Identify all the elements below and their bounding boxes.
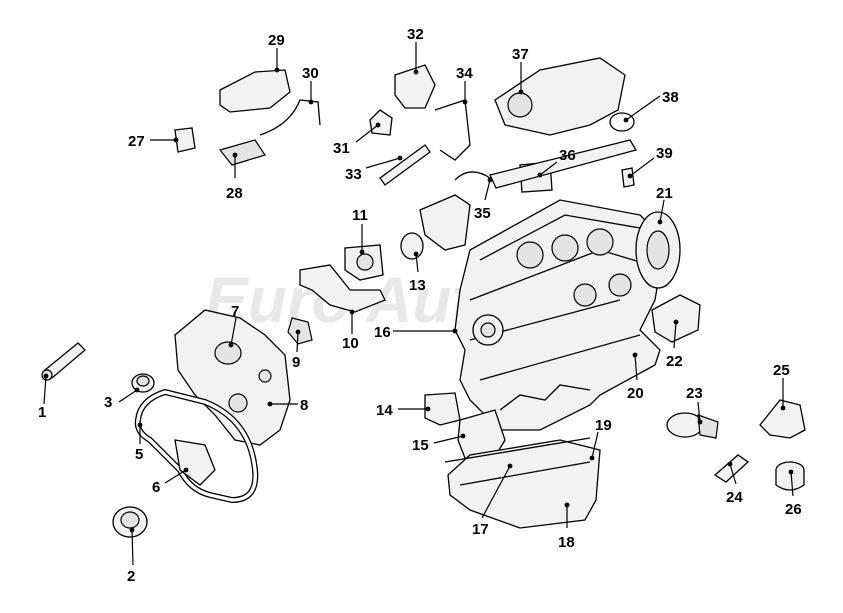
water-pump-housing [419, 194, 471, 251]
callout-20: 20 [627, 385, 644, 402]
callout-15: 15 [412, 437, 429, 454]
callout-29: 29 [268, 32, 285, 49]
throttle-body [219, 69, 291, 113]
callout-33: 33 [345, 166, 362, 183]
thermostat-housing [344, 244, 384, 281]
timing-cover-seal [228, 393, 248, 413]
callout-28: 28 [226, 185, 243, 202]
timing-belt [134, 388, 259, 504]
timing-cover [174, 309, 291, 446]
engine-mount-bracket [759, 399, 806, 439]
callout-36: 36 [559, 147, 576, 164]
callout-9: 9 [292, 354, 300, 371]
part-33 [379, 144, 431, 186]
callout-38: 38 [662, 89, 679, 106]
part-14 [424, 392, 461, 426]
crankshaft-pulley [112, 506, 148, 538]
hose-34 [434, 99, 471, 161]
callout-8: 8 [300, 397, 308, 414]
callout-39: 39 [656, 145, 673, 162]
sensor-part-1 [41, 342, 86, 381]
part-23 [666, 412, 719, 439]
callout-1: 1 [38, 404, 46, 421]
callout-11: 11 [352, 207, 368, 224]
tensioner-pulley [214, 341, 242, 365]
callout-37: 37 [512, 46, 529, 63]
vacuum-hose [259, 99, 321, 136]
callout-26: 26 [785, 501, 802, 518]
starter-motor [651, 294, 701, 343]
callout-18: 18 [558, 534, 575, 551]
callout-34: 34 [456, 65, 473, 82]
fuel-rail [489, 139, 637, 189]
idler-roller [131, 373, 155, 393]
callouts: 1 2 3 5 6 7 8 9 10 11 13 14 15 [38, 26, 802, 585]
part-31 [369, 109, 393, 136]
oil-sump [447, 439, 601, 529]
callout-35: 35 [474, 205, 491, 222]
callout-23: 23 [686, 385, 703, 402]
callout-25: 25 [773, 362, 790, 379]
callout-2: 2 [127, 568, 135, 585]
engine-block [454, 199, 666, 431]
callout-32: 32 [407, 26, 424, 43]
part-27 [174, 127, 196, 153]
sump-flange [459, 461, 591, 486]
callout-7: 7 [231, 303, 239, 320]
callout-30: 30 [302, 65, 319, 82]
manifold-inlet [507, 92, 533, 118]
flywheel [635, 211, 681, 289]
coolant-pipe [299, 264, 386, 313]
engine-mount [775, 461, 805, 491]
callout-17: 17 [472, 521, 489, 538]
gasket-38 [609, 112, 635, 132]
callout-3: 3 [104, 394, 112, 411]
callout-22: 22 [666, 353, 683, 370]
callout-19: 19 [595, 417, 612, 434]
callout-14: 14 [376, 402, 393, 419]
intake-manifold [494, 57, 626, 136]
callout-13: 13 [409, 277, 426, 294]
callout-24: 24 [726, 489, 743, 506]
callout-5: 5 [135, 446, 143, 463]
part-32 [394, 64, 436, 109]
belt-tensioner [174, 439, 216, 486]
callout-16: 16 [374, 324, 391, 341]
water-pump [472, 314, 504, 346]
part-13 [400, 232, 424, 260]
sump-gasket [444, 437, 591, 463]
part-39 [621, 167, 635, 188]
callout-10: 10 [342, 335, 359, 352]
part-28 [218, 139, 266, 166]
timing-cover-boss [258, 369, 272, 383]
callout-27: 27 [128, 133, 145, 150]
callout-21: 21 [656, 185, 673, 202]
callout-6: 6 [152, 479, 160, 496]
hose-35-run [454, 171, 491, 181]
callout-31: 31 [333, 140, 350, 157]
